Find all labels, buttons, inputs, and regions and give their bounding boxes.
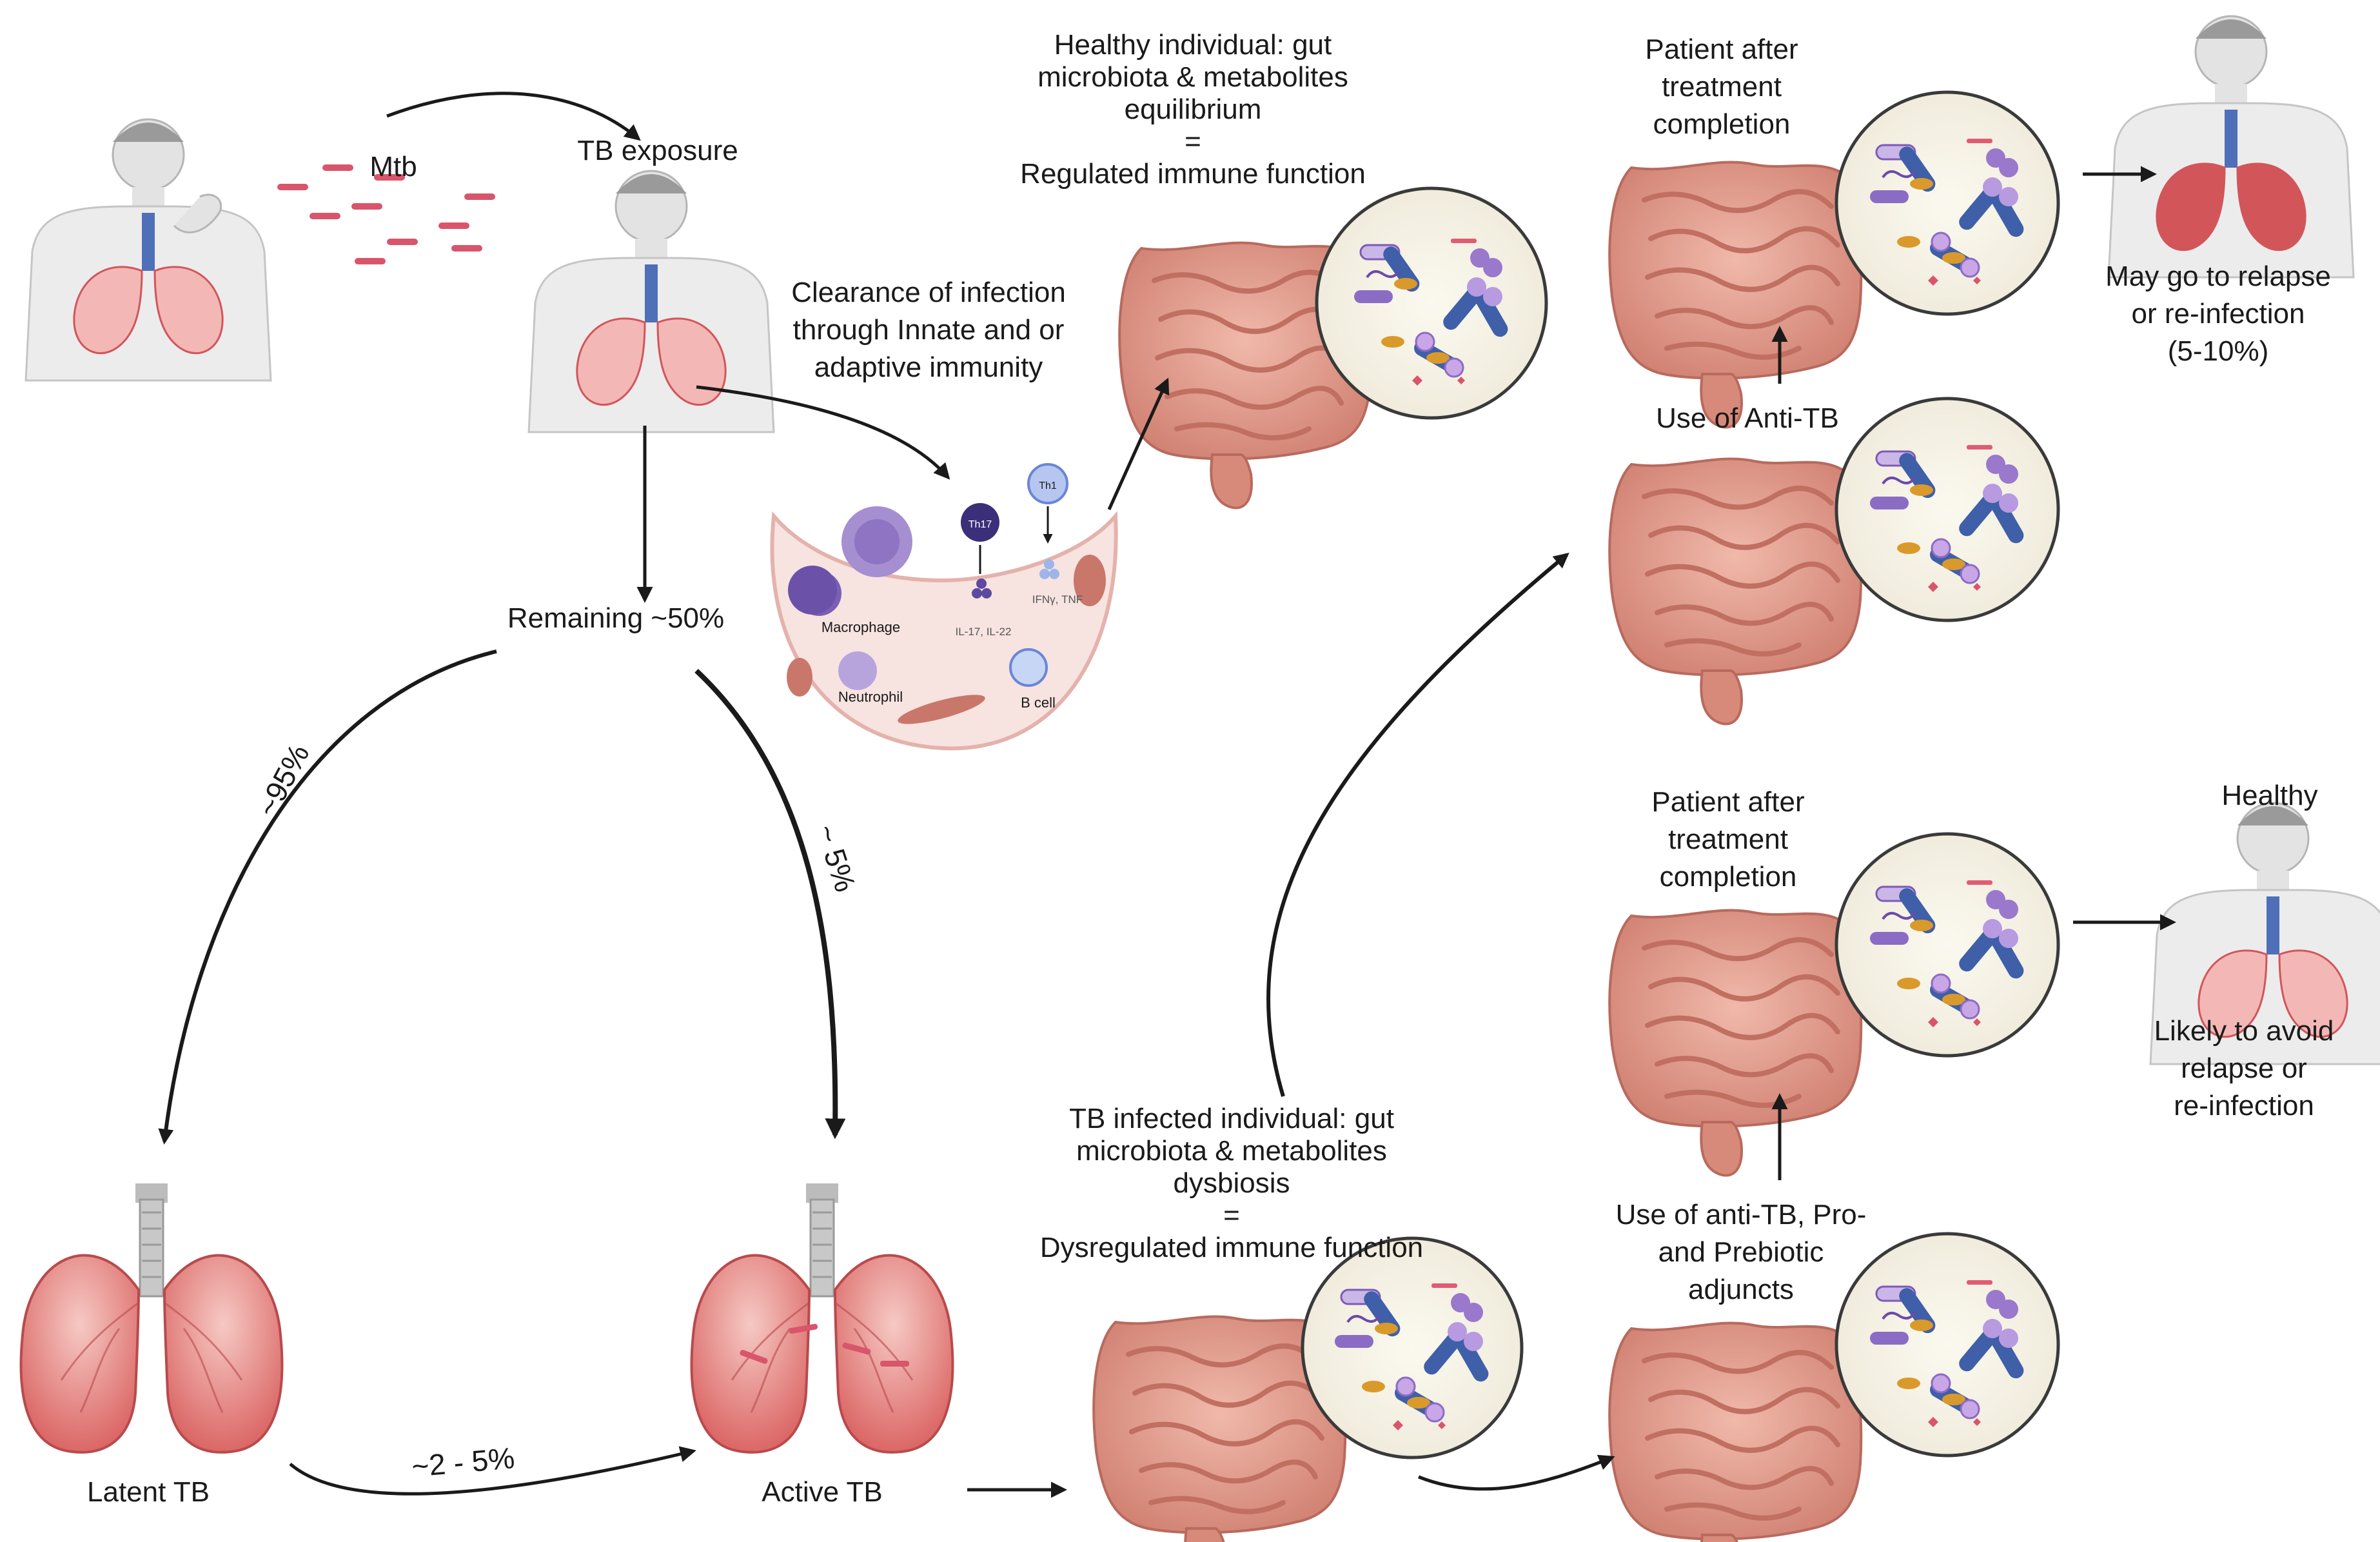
- neutrophil-label: Neutrophil: [838, 689, 903, 705]
- b-cell-icon: [1009, 648, 1048, 687]
- coughing-patient-icon: [25, 118, 272, 382]
- healthy-microbiota-circle: [1315, 186, 1548, 420]
- active-tb-lungs-icon: [690, 1182, 954, 1454]
- post-treatment-gut-top-icon: [1609, 162, 1861, 427]
- adjunct-microbiota-circle: [1834, 1232, 2060, 1458]
- ifn-label: IFNγ, TNF: [1032, 593, 1083, 606]
- remaining-label: Remaining ~50%: [507, 602, 725, 634]
- post-treatment-gut-bottom-icon: [1609, 910, 1861, 1175]
- th17-cell-icon: [961, 503, 999, 542]
- macrophage-label: Macrophage: [821, 619, 900, 635]
- th17-label: Th17: [969, 519, 992, 530]
- patient-after-top-label: Patient after treatment completion: [1645, 34, 1798, 140]
- latent-tb-lungs-icon: [19, 1182, 284, 1454]
- may-relapse-label: May go to relapse or re-infection (5-10%…: [2105, 261, 2331, 367]
- use-anti-tb-label: Use of Anti-TB: [1656, 402, 1839, 434]
- likely-avoid-label: Likely to avoid relapse or re-infection: [2154, 1015, 2334, 1122]
- pct-5-label: ~ 5%: [809, 820, 862, 896]
- healthy-label: Healthy: [2221, 780, 2318, 811]
- use-anti-tb-pro-label: Use of anti-TB, Pro- and Prebiotic adjun…: [1615, 1199, 1867, 1305]
- mtb-bacilli-icon: [277, 164, 495, 264]
- clearance-label: Clearance of infection through Innate an…: [791, 277, 1066, 383]
- active-tb-label: Active TB: [762, 1476, 883, 1508]
- adjunct-gut-icon: [1609, 1323, 1861, 1542]
- anti-tb-microbiota-circle: [1834, 397, 2060, 622]
- latent-tb-label: Latent TB: [87, 1476, 210, 1508]
- mtb-label: Mtb: [369, 151, 417, 183]
- immune-response-panel: [770, 463, 1118, 751]
- post-treatment-microbiota-top-circle: [1834, 90, 2060, 316]
- flow-arrows: [158, 92, 2176, 1498]
- th1-cell-icon: [1027, 463, 1068, 504]
- tb-infected-individual-label: TB infected individual: gut microbiota &…: [1039, 1103, 1424, 1263]
- th1-label: Th1: [1039, 480, 1057, 491]
- dysbiosis-microbiota-circle: [1301, 1236, 1524, 1459]
- il17-label: IL-17, IL-22: [956, 626, 1012, 638]
- b-cell-label: B cell: [1021, 695, 1056, 711]
- patient-after-bottom-label: Patient after treatment completion: [1651, 786, 1805, 893]
- pct-95-label: ~95%: [250, 738, 316, 822]
- relapse-patient-icon: [2107, 15, 2355, 279]
- healthy-individual-label: Healthy individual: gut microbiota & met…: [1020, 29, 1366, 190]
- pct-2-5-label: ~2 - 5%: [410, 1441, 516, 1483]
- anti-tb-gut-icon: [1609, 459, 1861, 724]
- tb-exposure-label: TB exposure: [577, 135, 738, 166]
- macrophage-cell-icon: [788, 566, 837, 615]
- post-treatment-microbiota-bottom-circle: [1834, 832, 2060, 1058]
- neutrophil-cell-icon: [838, 651, 877, 690]
